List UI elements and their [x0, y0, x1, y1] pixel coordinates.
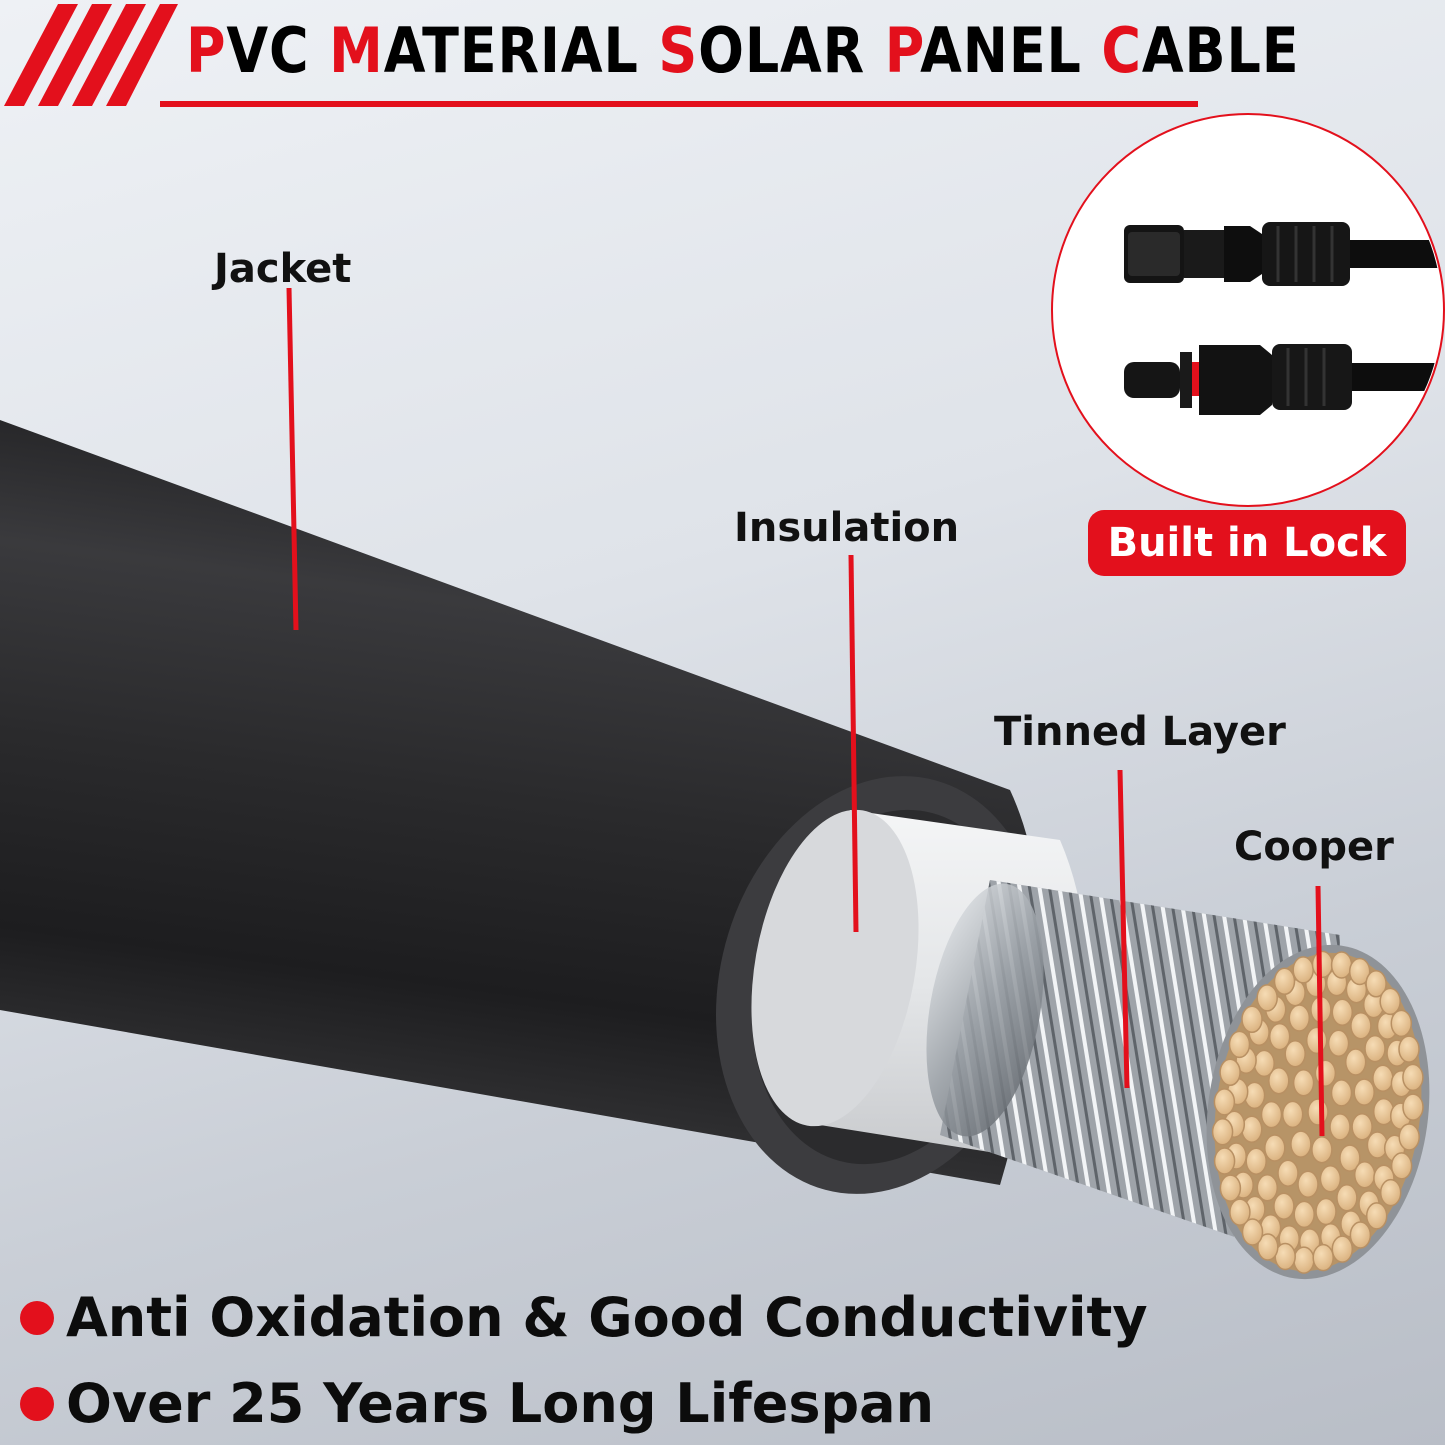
- tinned-layer-label: Tinned Layer: [994, 709, 1286, 755]
- insulation-label: Insulation: [734, 505, 960, 551]
- title-word: PVC: [186, 14, 310, 87]
- insulation-pointer: [848, 554, 859, 933]
- page-title: PVC MATERIAL SOLAR PANEL CABLE: [186, 14, 1299, 87]
- connector-male-icon: [1124, 222, 1442, 286]
- title-word: PANEL: [884, 14, 1082, 87]
- bullet-icon: [20, 1300, 54, 1335]
- copper-core: [1211, 950, 1424, 1274]
- feature-text: Over 25 Years Long Lifespan: [66, 1372, 935, 1435]
- title-word: SOLAR: [658, 14, 866, 87]
- title-underline: [160, 101, 1198, 107]
- feature-item: Anti Oxidation & Good Conductivity: [20, 1286, 1148, 1349]
- tinned-layer-pointer: [1117, 769, 1130, 1089]
- feature-text: Anti Oxidation & Good Conductivity: [66, 1286, 1148, 1349]
- cooper-label: Cooper: [1234, 824, 1394, 870]
- feature-item: Over 25 Years Long Lifespan: [20, 1372, 934, 1435]
- cooper-pointer: [1315, 885, 1325, 1137]
- jacket-label: Jacket: [214, 246, 352, 292]
- header-stripes-icon: [4, 4, 178, 106]
- built-in-lock-badge: Built in Lock: [1088, 510, 1406, 576]
- connector-inset: [1051, 113, 1445, 507]
- bullet-icon: [20, 1386, 54, 1421]
- title-word: MATERIAL: [329, 14, 639, 87]
- title-word: CABLE: [1101, 14, 1300, 87]
- jacket-pointer: [286, 287, 299, 631]
